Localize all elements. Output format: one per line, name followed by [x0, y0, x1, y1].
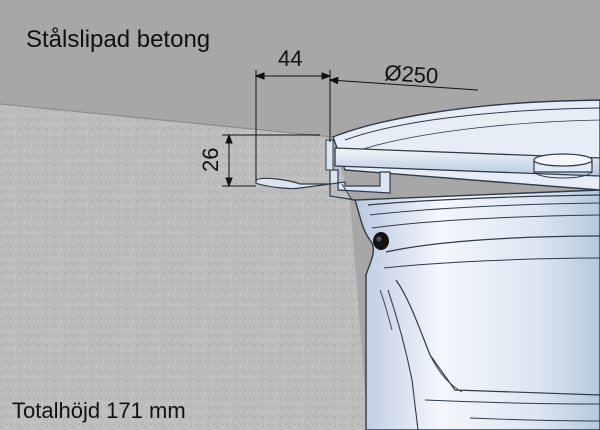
- clamp-flange: [255, 139, 391, 201]
- height-dimension-label: 26: [198, 148, 223, 172]
- concrete-top-edge: [0, 103, 334, 138]
- center-cup: [533, 153, 593, 179]
- width-dimension-label: 44: [278, 46, 302, 71]
- dimension-lines: [222, 70, 479, 188]
- drain-body: [354, 189, 600, 430]
- concrete-slab: [0, 104, 368, 430]
- surface-material-label: Stålslipad betong: [26, 26, 210, 53]
- total-height-label: Totalhöjd 171 mm: [12, 398, 186, 423]
- diameter-dimension-label: Ø250: [384, 60, 439, 89]
- gasket: [373, 232, 389, 250]
- gasket-highlight: [376, 236, 382, 242]
